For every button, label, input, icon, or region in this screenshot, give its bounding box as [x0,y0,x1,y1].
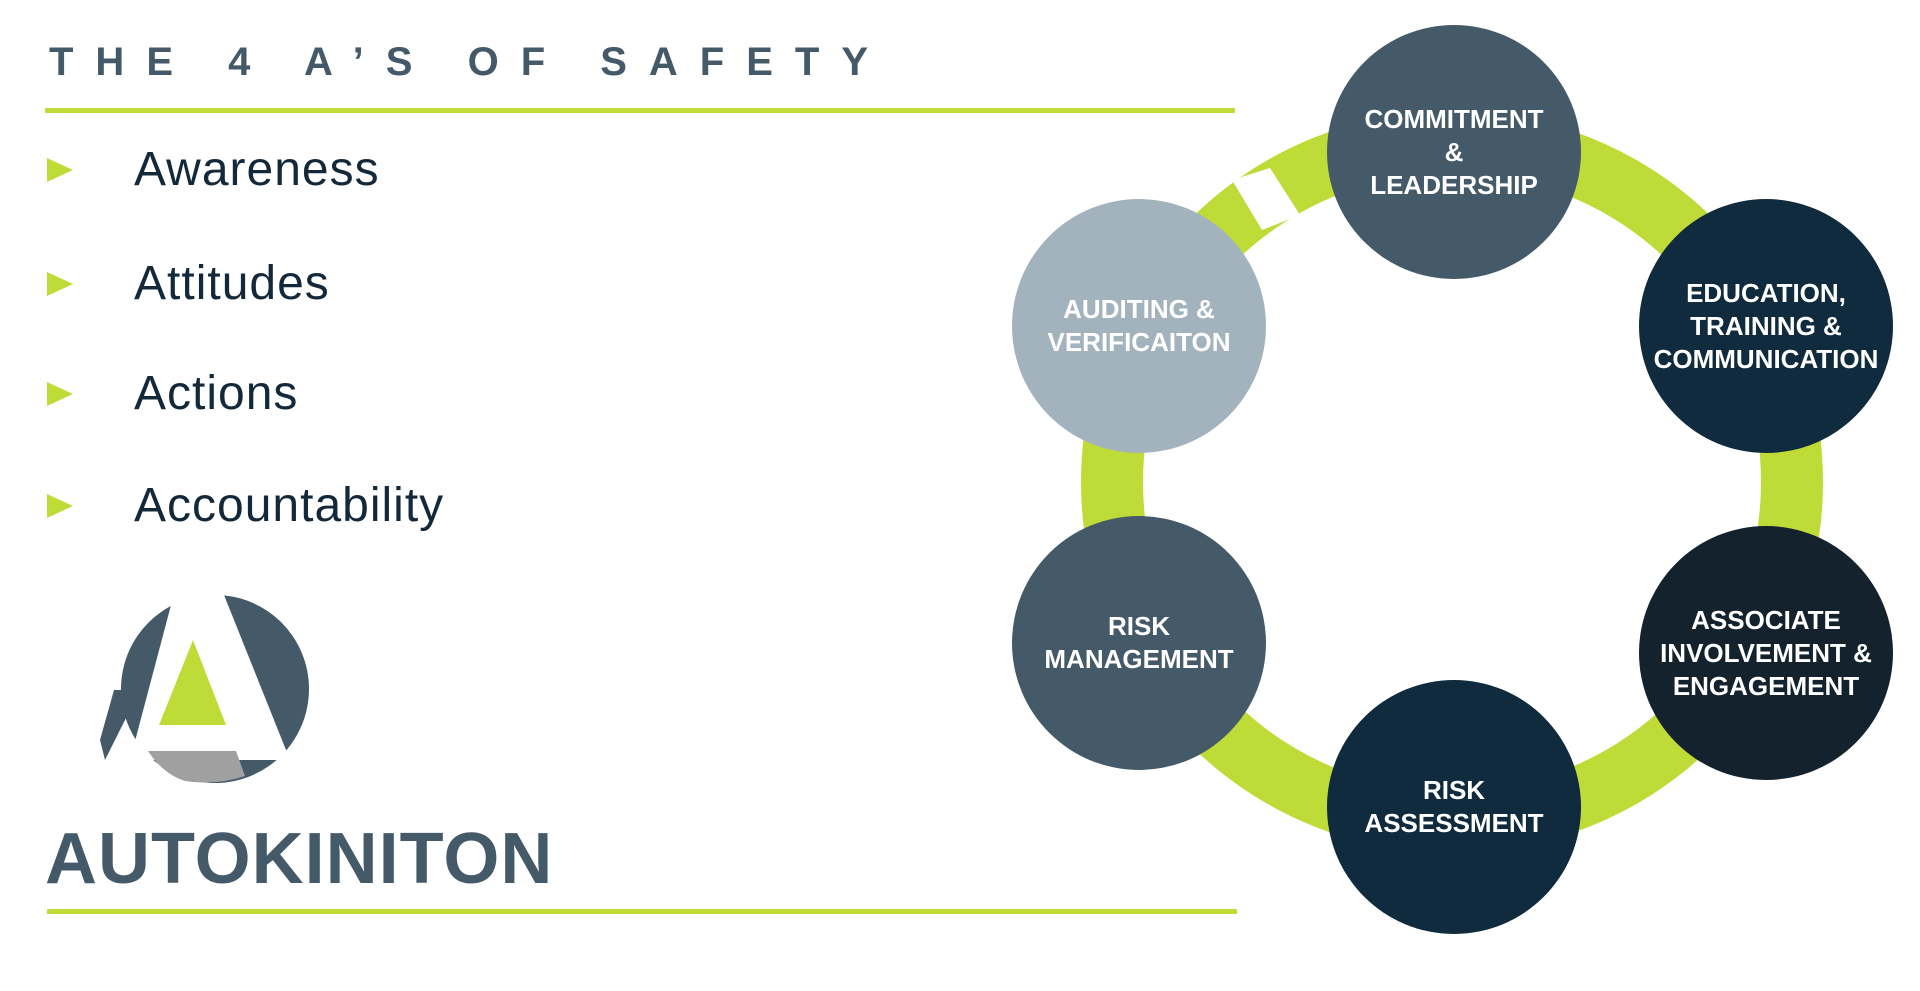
node-label: MANAGEMENT [1044,644,1234,674]
node-label: RISK [1422,775,1486,805]
node-label: VERIFICAITON [1047,327,1231,357]
node-label: TRAINING & [1690,310,1842,341]
node-auditing-verification: AUDITING &VERIFICAITON [1012,199,1266,453]
logo-mark-icon [100,590,309,783]
node-label: & [1444,136,1464,167]
node-label: COMMITMENT [1364,103,1544,134]
node-label: RISK [1107,611,1171,641]
brand-wordmark: AUTOKINITON [45,819,554,899]
bullet-arrow-icon [47,494,73,518]
node-commitment-leadership: COMMITMENT&LEADERSHIP [1327,25,1581,279]
node-label: COMMUNICATION [1653,343,1879,374]
node-label: AUDITING & [1063,294,1215,324]
node-education-training: EDUCATION,TRAINING &COMMUNICATION [1639,199,1893,453]
bullet-arrow-icon [47,158,73,182]
node-label: LEADERSHIP [1370,169,1538,200]
ring-gap [1232,168,1300,230]
bullet-arrow-icon [47,272,73,296]
node-label: ASSESSMENT [1364,808,1544,838]
node-label: ENGAGEMENT [1672,670,1860,701]
list-item-attitudes: Attitudes [134,257,330,310]
bottom-divider [47,909,1237,914]
list-item-actions: Actions [134,367,299,420]
page-title: THE 4 A’S OF SAFETY [49,40,891,84]
node-label: INVOLVEMENT & [1660,637,1872,668]
top-divider [45,108,1235,113]
node-label: EDUCATION, [1686,277,1846,308]
node-label: ASSOCIATE [1691,604,1841,635]
bullet-arrow-icon [47,382,73,406]
list-item-awareness: Awareness [134,143,380,196]
list-item-accountability: Accountability [134,479,445,532]
